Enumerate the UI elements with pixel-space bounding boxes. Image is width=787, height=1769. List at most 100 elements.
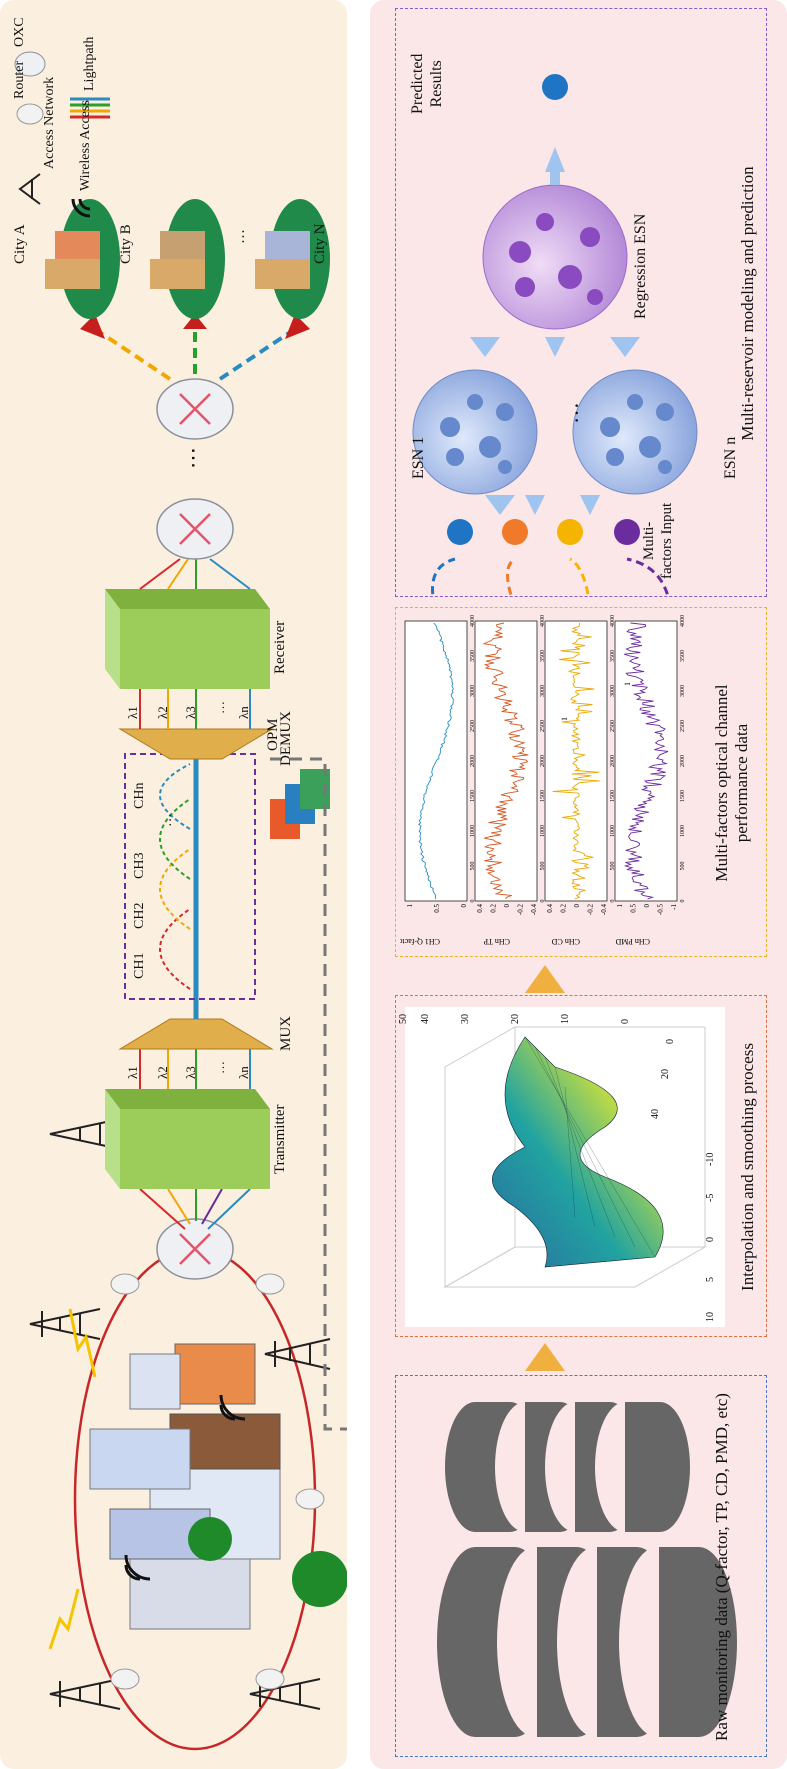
demux-icon bbox=[118, 728, 274, 760]
regression-esn-label: Regression ESN bbox=[632, 213, 649, 319]
perf-chart-ytick: 0.4 bbox=[546, 904, 554, 913]
perf-chart-xtick: 2500 bbox=[680, 720, 686, 732]
router-icon bbox=[110, 1273, 325, 1690]
perf-chart-ytick: 0.5 bbox=[630, 904, 638, 913]
receiver-label: Receiver bbox=[272, 620, 288, 674]
receiver-box bbox=[105, 589, 270, 689]
perf-chart-ylabel: CHn CD bbox=[552, 937, 580, 946]
rx-fibers bbox=[139, 558, 251, 590]
lightpaths bbox=[93, 327, 297, 381]
tx-lambda: λ1 bbox=[125, 1066, 140, 1079]
perf-chart-xtick: 4000 bbox=[610, 615, 616, 627]
perf-chart-xtick: 4000 bbox=[680, 615, 686, 627]
multi-input-line1: Multi- bbox=[641, 521, 657, 561]
router-icon bbox=[16, 103, 44, 125]
perf-chart-ytick: -0.5 bbox=[657, 904, 665, 916]
perf-chart-line bbox=[418, 622, 454, 900]
perf-label: Multi-factors optical channel performanc… bbox=[712, 609, 752, 957]
wireless-icon bbox=[124, 1394, 246, 1581]
mux-label: MUX bbox=[278, 1015, 294, 1051]
perf-chart-line bbox=[482, 622, 529, 900]
city-buildings bbox=[89, 1343, 347, 1630]
input-dot-yellow bbox=[557, 519, 583, 545]
perf-chart-xtick: 1000 bbox=[680, 825, 686, 837]
perf-chart-xtick: 3000 bbox=[610, 685, 616, 697]
surface-x-tick: 40 bbox=[650, 1109, 661, 1119]
perf-chart-frame bbox=[614, 620, 678, 902]
database-icon bbox=[437, 1402, 737, 1737]
perf-chart-line bbox=[623, 622, 669, 900]
regression-reservoir bbox=[482, 184, 628, 330]
legend-wireless: Wireless Access bbox=[78, 100, 93, 191]
arrow-to-regression bbox=[470, 337, 500, 357]
perf-chart-ytick: -0.2 bbox=[587, 904, 595, 916]
arrow-to-esn bbox=[580, 495, 600, 515]
surface-y-tick: 10 bbox=[560, 1014, 571, 1024]
rx-lambda: λ3 bbox=[183, 706, 198, 719]
perf-chart-ytick: 0 bbox=[460, 904, 468, 908]
predicted-dot bbox=[542, 74, 568, 100]
surface-z-tick: 5 bbox=[705, 1277, 716, 1282]
surface-z-tick: 10 bbox=[705, 1312, 716, 1322]
perf-chart-xtick: 1500 bbox=[470, 790, 476, 802]
interp-label: Interpolation and smoothing process bbox=[738, 1043, 757, 1291]
perf-chart-xtick: 500 bbox=[610, 862, 616, 871]
opm-label: OPM bbox=[265, 718, 281, 751]
perf-chart-xtick: 0 bbox=[610, 900, 616, 903]
city-icon bbox=[45, 199, 330, 319]
opm-monitor-icon bbox=[270, 769, 330, 839]
perf-chart-xtick: 2000 bbox=[610, 755, 616, 767]
channel-waves bbox=[159, 763, 191, 990]
perf-chart-ytick: 1 bbox=[406, 904, 414, 908]
perf-chart-frame bbox=[474, 620, 538, 902]
perf-chart-xtick: 3500 bbox=[540, 650, 546, 662]
perf-chart-ytick: 0.4 bbox=[476, 904, 484, 913]
surface-plot bbox=[405, 1007, 725, 1327]
channel-label: CH1 bbox=[132, 952, 147, 979]
input-link-yellow bbox=[569, 557, 592, 597]
city-label: City B bbox=[118, 224, 134, 264]
perf-chart-xtick: 2500 bbox=[470, 720, 476, 732]
perf-label-line2: performance data bbox=[732, 723, 751, 843]
legend-lightpath: Lightpath bbox=[82, 36, 97, 91]
tower-icon bbox=[29, 1118, 331, 1710]
perf-chart-xtick: 0 bbox=[470, 900, 476, 903]
city-label: … bbox=[232, 229, 248, 244]
flow-arrow bbox=[525, 1343, 565, 1371]
perf-chart-ylabel: CHn TP bbox=[483, 937, 510, 946]
surface-x-tick: 0 bbox=[665, 1039, 676, 1044]
arrow-to-regression bbox=[610, 337, 640, 357]
arrow-to-esn bbox=[485, 495, 515, 515]
perf-chart-ytick: -0.4 bbox=[530, 904, 538, 916]
perf-label-line1: Multi-factors optical channel bbox=[712, 684, 731, 882]
channel-label: CH3 bbox=[132, 852, 147, 879]
perf-chart-ytick: -1 bbox=[670, 904, 678, 910]
perf-chart-ytick: 0.5 bbox=[433, 904, 441, 913]
perf-chart-ytick: 1 bbox=[616, 904, 624, 908]
transmitter-label: Transmitter bbox=[272, 1104, 288, 1174]
oxc-icon bbox=[14, 51, 46, 77]
perf-chart-xtick: 500 bbox=[680, 862, 686, 871]
channel-label: CHn bbox=[132, 782, 147, 809]
perf-chart-xtick: 2500 bbox=[540, 720, 546, 732]
channel-label: CH2 bbox=[132, 902, 147, 929]
perf-chart-ytick: 0 bbox=[503, 904, 511, 908]
perf-chart-xtick: 1000 bbox=[470, 825, 476, 837]
tower-icon bbox=[18, 173, 41, 205]
perf-chart-xtick: 0 bbox=[540, 900, 546, 903]
legend-router: Router bbox=[12, 60, 27, 99]
legend-oxc: OXC bbox=[12, 17, 27, 47]
predicted-line2: Results bbox=[428, 60, 445, 108]
lightpath-arrows bbox=[80, 314, 310, 339]
perf-chart-xtick: 500 bbox=[470, 862, 476, 871]
perf-chart-xtick: 0 bbox=[680, 900, 686, 903]
perf-chart-xtick: 3500 bbox=[680, 650, 686, 662]
rx-lambda: λ2 bbox=[155, 706, 170, 719]
surface-z-tick: 0 bbox=[705, 1237, 716, 1242]
surface-x-tick: 20 bbox=[660, 1069, 671, 1079]
surface-y-tick: 40 bbox=[420, 1014, 431, 1024]
rx-lambda: … bbox=[212, 701, 227, 714]
predicted-line1: Predicted bbox=[409, 53, 426, 114]
oxc-icon bbox=[156, 378, 234, 440]
